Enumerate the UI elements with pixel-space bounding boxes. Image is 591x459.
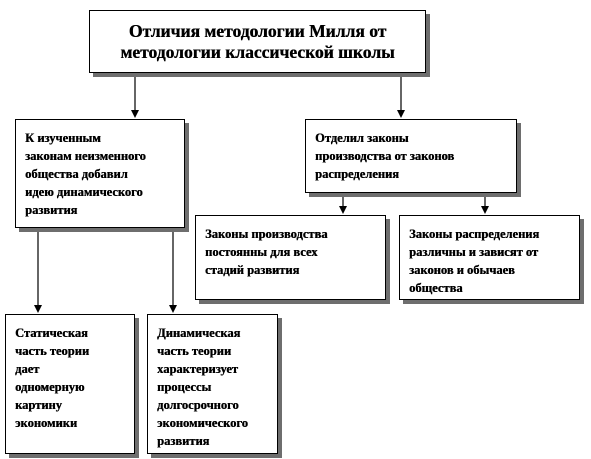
arrowhead-left-to-dynamic [169, 305, 177, 313]
separated-laws-box: Отделил законы производства от законов р… [305, 119, 517, 193]
arrowhead-left-to-static [34, 305, 42, 313]
production-laws-box: Законы производства постоянны для всех с… [195, 215, 386, 300]
title-box: Отличия методологии Милля от методологии… [89, 10, 426, 73]
arrowhead-title-to-left-branch [131, 110, 139, 118]
dynamic-part-box: Динамическая часть теории характеризует … [147, 314, 278, 454]
production-laws-text: Законы производства постоянны для всех с… [205, 227, 328, 277]
dynamic-development-box: К изученным законам неизменного общества… [15, 119, 185, 228]
distribution-laws-text: Законы распределения различны и зависят … [409, 227, 540, 295]
arrowhead-title-to-right-branch [397, 110, 405, 118]
separated-laws-text: Отделил законы производства от законов р… [315, 131, 455, 181]
dynamic-development-text: К изученным законам неизменного общества… [25, 131, 146, 217]
static-part-text: Статическая часть теории дает одномерную… [15, 326, 90, 430]
title-text: Отличия методологии Милля от методологии… [120, 20, 395, 62]
static-part-box: Статическая часть теории дает одномерную… [5, 314, 135, 454]
arrowhead-right-to-production [339, 206, 347, 214]
arrowhead-right-to-distribution [481, 206, 489, 214]
distribution-laws-box: Законы распределения различны и зависят … [399, 215, 580, 300]
dynamic-part-text: Динамическая часть теории характеризует … [157, 326, 248, 448]
